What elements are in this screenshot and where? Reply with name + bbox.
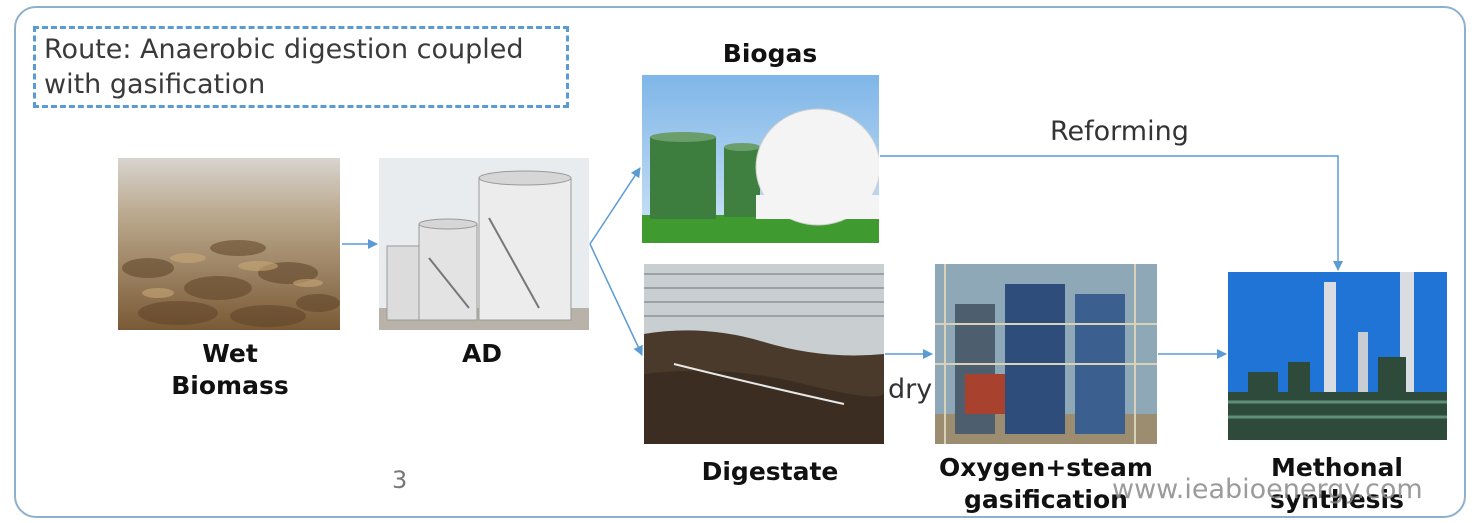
ad-tanks-image: [379, 158, 589, 330]
biogas-image: [642, 75, 879, 243]
arrow-ad-to-digestate: [589, 243, 643, 356]
gasification-plant-image: [935, 264, 1157, 444]
label-dry: dry: [888, 374, 933, 405]
label-reforming: Reforming: [1050, 116, 1189, 147]
slide-frame: [14, 6, 1466, 518]
label-ad: AD: [461, 339, 503, 368]
arrow-biogas-to-synthesis: [880, 155, 1343, 271]
wet-biomass-image: [118, 158, 340, 330]
label-synthesis: Methonal synthesis: [1269, 453, 1404, 514]
methanol-plant-image: [1228, 272, 1447, 440]
route-box: [33, 26, 569, 108]
label-gasification: Oxygen+steam gasification: [939, 453, 1153, 514]
page-number: 3: [392, 466, 408, 494]
label-wet-biomass: Wet Biomass: [171, 339, 289, 400]
watermark: www.ieabioenergy.com: [1112, 474, 1423, 505]
label-digestate: Digestate: [701, 457, 839, 486]
label-biogas: Biogas: [722, 39, 818, 68]
route-title: Route: Anaerobic digestion coupled with …: [44, 34, 524, 100]
digestate-image: [644, 264, 884, 444]
arrow-ad-to-biogas: [589, 167, 641, 245]
